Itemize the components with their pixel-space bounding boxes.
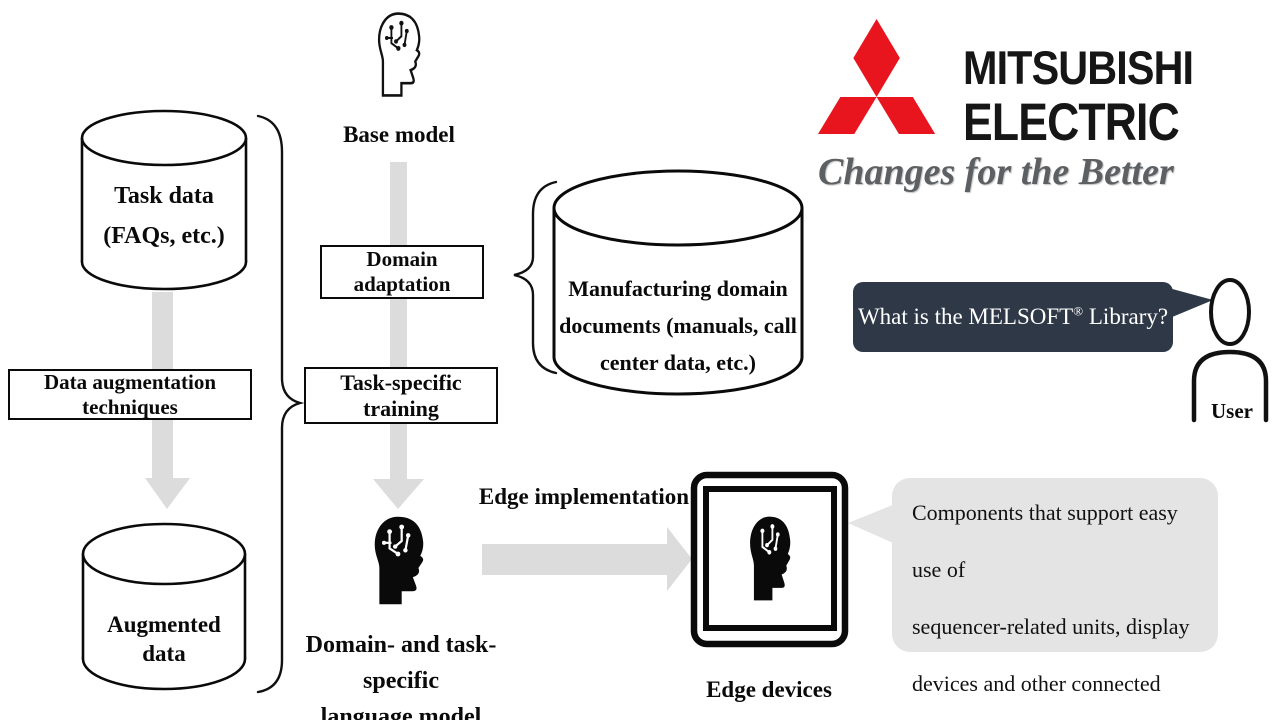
answer-bubble: Components that support easy use of sequ… (892, 478, 1218, 696)
logo-tagline: Changes for the Better (818, 151, 1174, 193)
cylinder-manufacturing-docs (552, 169, 804, 396)
base-model-label: Base model (343, 122, 455, 147)
user-icon (1191, 278, 1269, 423)
arrow-down-center-icon (373, 162, 424, 509)
manufacturing-line1: Manufacturing domain (568, 276, 788, 301)
specific-model-brain-head-icon (374, 516, 424, 605)
manufacturing-line2: documents (manuals, call (559, 313, 797, 338)
cylinder-augmented-data (81, 522, 247, 691)
edge-devices-label: Edge devices (706, 677, 832, 702)
brace-task-inputs (256, 114, 305, 694)
final-model-line1: Domain- and task-specific (305, 632, 497, 694)
logo-brand-line1: MITSUBISHI (963, 41, 1194, 94)
brace-domain-docs (513, 180, 558, 375)
question-bubble-tail (1165, 287, 1213, 320)
final-model-line2: language model (320, 704, 482, 720)
logo-brand-line2: ELECTRIC (963, 93, 1180, 152)
augmented-data-label: Augmented data (107, 612, 221, 666)
base-model-brain-head-icon (377, 12, 421, 97)
answer-bubble-tail (848, 502, 900, 546)
answer-line3: devices and other connected devices. (912, 671, 1161, 696)
user-question-bubble: What is the MELSOFT® Library? (853, 282, 1173, 352)
edge-implementation-label: Edge implementation (478, 484, 690, 509)
answer-line2: sequencer-related units, display (912, 614, 1190, 639)
arrow-right-edge-icon (482, 527, 692, 591)
domain-adaptation-box: Domain adaptation (320, 245, 484, 299)
manufacturing-line3: center data, etc.) (600, 350, 756, 375)
final-model-label: Domain- and task-specific language model (283, 627, 519, 720)
question-text: What is the MELSOFT® Library? (858, 304, 1168, 330)
task-specific-training-box: Task-specific training (304, 367, 498, 424)
question-suffix: Library? (1083, 304, 1169, 329)
task-data-line2: (FAQs, etc.) (103, 223, 225, 249)
cylinder-task-data (80, 109, 248, 291)
edge-device-monitor-icon (690, 471, 849, 648)
task-data-line1: Task data (114, 183, 214, 209)
manufacturing-docs-label: Manufacturing domain documents (manuals,… (558, 270, 798, 381)
answer-line1: Components that support easy use of (912, 500, 1178, 582)
user-label: User (1211, 399, 1253, 423)
registered-mark: ® (1073, 303, 1084, 319)
data-augmentation-box: Data augmentation techniques (8, 369, 252, 420)
mitsubishi-three-diamond-icon (818, 19, 936, 134)
question-prefix: What is the MELSOFT (857, 304, 1074, 329)
task-data-label: Task data (FAQs, etc.) (84, 176, 244, 256)
